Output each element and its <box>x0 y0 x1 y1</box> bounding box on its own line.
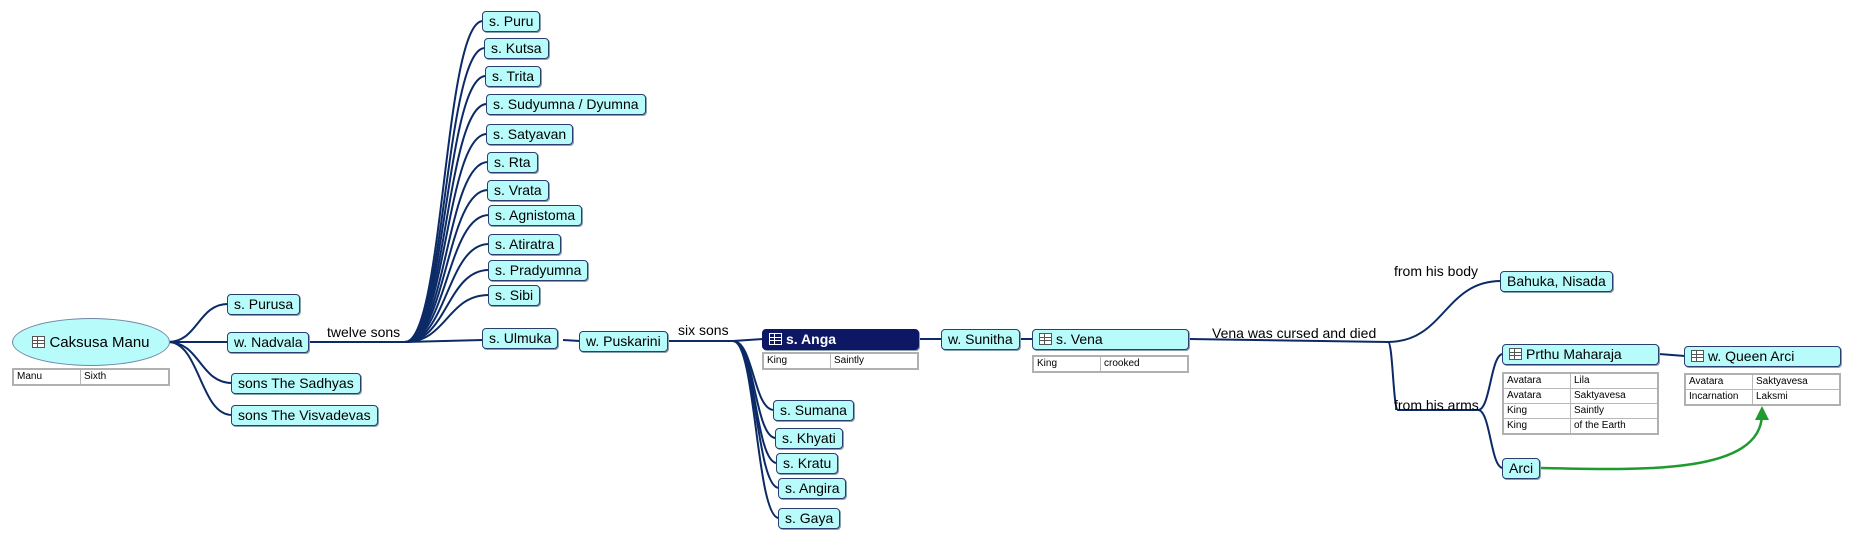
topic-prthu-label: Prthu Maharaja <box>1526 346 1622 362</box>
property-key: Avatara <box>1502 388 1571 404</box>
property-key: King <box>1502 418 1571 435</box>
link-vena-cursed <box>1188 338 1389 343</box>
property-key: Incarnation <box>1684 389 1753 406</box>
table-icon <box>1039 333 1052 345</box>
table-icon <box>769 333 782 345</box>
link-six-son-4 <box>732 340 780 519</box>
topic-vena-label: s. Vena <box>1056 331 1103 347</box>
property-value: Sixth <box>80 368 170 386</box>
topic-vena[interactable]: s. Vena <box>1032 329 1189 350</box>
topic-khyati[interactable]: s. Khyati <box>775 428 843 449</box>
property-key: Manu <box>12 368 81 386</box>
link-twelve-son-0 <box>404 20 484 343</box>
topic-visvadevas[interactable]: sons The Visvadevas <box>231 405 378 426</box>
topic-kratu[interactable]: s. Kratu <box>776 453 839 474</box>
edge-label-vena-cursed: Vena was cursed and died <box>1212 325 1377 341</box>
topic-prthu-maharaja[interactable]: Prthu Maharaja <box>1502 344 1659 365</box>
link-arms-prthu <box>1477 353 1504 411</box>
root-topic-label: Caksusa Manu <box>49 333 150 351</box>
link-hub-ulmuka <box>404 339 484 343</box>
topic-kutsa[interactable]: s. Kutsa <box>484 38 549 59</box>
link-twelve-son-4 <box>404 133 488 343</box>
property-value: Lila <box>1570 372 1659 389</box>
topic-pradyumna[interactable]: s. Pradyumna <box>488 260 589 281</box>
topic-purusa[interactable]: s. Purusa <box>227 294 301 315</box>
topic-anga-label: s. Anga <box>786 331 837 347</box>
link-ulmuka-puskarini <box>562 339 581 342</box>
property-value: Saktyavesa <box>1570 388 1659 404</box>
table-icon <box>1509 348 1522 360</box>
link-body-bahuka <box>1387 280 1502 343</box>
link-root-visvadevas <box>167 341 233 416</box>
topic-sumana[interactable]: s. Sumana <box>773 400 854 421</box>
link-prthu-queen <box>1658 353 1686 357</box>
root-topic[interactable]: Caksusa Manu <box>12 318 170 366</box>
property-key: Avatara <box>1684 373 1753 390</box>
topic-satyavan[interactable]: s. Satyavan <box>486 124 574 145</box>
link-twelve-son-7 <box>404 214 490 343</box>
link-arms-arci <box>1477 409 1504 469</box>
relation-arrow-arci-queen[interactable] <box>1540 414 1764 471</box>
topic-puru[interactable]: s. Puru <box>482 11 541 32</box>
topic-sadhyas[interactable]: sons The Sadhyas <box>231 373 361 394</box>
topic-bahuka-nisada[interactable]: Bahuka, Nisada <box>1500 271 1613 292</box>
relation-arrowhead <box>1755 406 1769 420</box>
topic-queen-arci[interactable]: w. Queen Arci <box>1684 346 1841 367</box>
property-value: Saintly <box>1570 403 1659 419</box>
topic-puskarini[interactable]: w. Puskarini <box>579 331 668 352</box>
link-twelve-son-9 <box>404 269 490 343</box>
property-key: Avatara <box>1502 372 1571 389</box>
edge-label-six-sons: six sons <box>678 322 729 338</box>
topic-trita[interactable]: s. Trita <box>485 66 542 87</box>
topic-queen-label: w. Queen Arci <box>1708 348 1795 364</box>
property-value: crooked <box>1100 355 1189 373</box>
edge-label-twelve-sons: twelve sons <box>327 324 401 340</box>
topic-sibi[interactable]: s. Sibi <box>488 285 541 306</box>
property-value: Saktyavesa <box>1752 373 1841 390</box>
topic-gaya[interactable]: s. Gaya <box>778 508 841 529</box>
topic-sudyumna[interactable]: s. Sudyumna / Dyumna <box>486 94 646 115</box>
topic-atiratra[interactable]: s. Atiratra <box>488 234 562 255</box>
topic-nadvala[interactable]: w. Nadvala <box>227 332 310 353</box>
topic-rta[interactable]: s. Rta <box>487 152 538 173</box>
property-key: King <box>1032 355 1101 373</box>
property-key: King <box>1502 403 1571 419</box>
topic-ulmuka[interactable]: s. Ulmuka <box>482 328 559 349</box>
property-value: of the Earth <box>1570 418 1659 435</box>
property-key: King <box>762 352 831 370</box>
topic-agnistoma[interactable]: s. Agnistoma <box>488 205 583 226</box>
topic-arci[interactable]: Arci <box>1502 458 1541 479</box>
property-value: Saintly <box>830 352 919 370</box>
link-twelve-son-8 <box>404 243 490 343</box>
topic-vrata[interactable]: s. Vrata <box>487 180 549 201</box>
link-twelve-son-2 <box>404 75 487 343</box>
link-twelve-son-10 <box>404 294 490 343</box>
edge-label-from-body: from his body <box>1394 263 1479 279</box>
link-root-purusa <box>167 303 229 343</box>
topic-sunitha[interactable]: w. Sunitha <box>941 329 1020 350</box>
table-icon <box>32 336 46 348</box>
table-icon <box>1691 350 1704 362</box>
topic-angira[interactable]: s. Angira <box>778 478 847 499</box>
link-arms-drop <box>1387 341 1399 411</box>
topic-anga[interactable]: s. Anga <box>762 329 919 350</box>
property-value: Laksmi <box>1752 389 1841 406</box>
edge-label-from-arms: from his arms <box>1394 397 1479 413</box>
link-six-anga <box>732 338 764 342</box>
